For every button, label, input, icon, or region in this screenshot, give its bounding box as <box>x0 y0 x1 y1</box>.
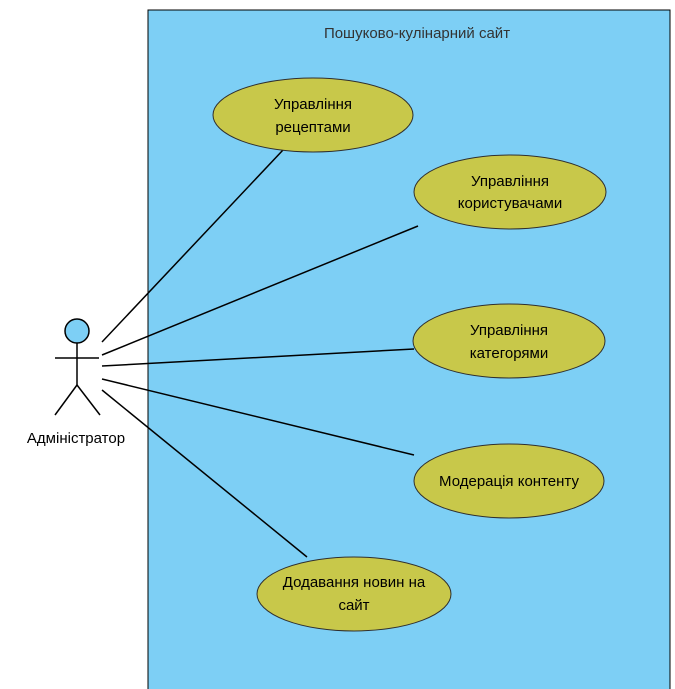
use-case-news[interactable]: Додавання новин на сайт <box>256 556 452 632</box>
actor-right-leg <box>76 384 101 416</box>
use-case-label-line: рецептами <box>275 119 350 136</box>
use-case-users[interactable]: Управління користувачами <box>413 154 607 230</box>
use-case-label-line: користувачами <box>458 195 563 212</box>
association-line-news <box>101 389 308 558</box>
association-line-moderation <box>101 378 415 456</box>
use-case-label-line: Управління <box>471 173 549 190</box>
association-line-categories <box>101 348 415 367</box>
use-case-ellipse <box>412 303 606 379</box>
use-case-ellipse <box>212 77 414 153</box>
use-case-moderation[interactable]: Модерація контенту <box>413 443 605 519</box>
use-case-label-line: Додавання новин на <box>283 574 426 591</box>
association-line-users <box>101 225 419 356</box>
use-case-ellipse <box>256 556 452 632</box>
use-case-ellipse <box>413 154 607 230</box>
use-case-label-line: категорями <box>470 345 548 362</box>
use-case-label-line: Модерація контенту <box>439 473 579 490</box>
system-title: Пошуково-кулінарний сайт <box>324 25 510 42</box>
use-case-label-line: Управління <box>274 96 352 113</box>
associations <box>101 149 419 558</box>
use-case-label-line: сайт <box>338 597 369 614</box>
actor-label: Адміністратор <box>27 430 125 447</box>
use-case-recipes[interactable]: Управління рецептами <box>212 77 414 153</box>
actor-left-leg <box>54 384 78 416</box>
actor-head <box>64 318 90 344</box>
association-line-recipes <box>101 149 284 343</box>
use-case-ellipse <box>413 443 605 519</box>
actor-administrator[interactable]: Адміністратор <box>27 318 125 447</box>
use-case-categories[interactable]: Управління категорями <box>412 303 606 379</box>
use-case-label-line: Управління <box>470 322 548 339</box>
